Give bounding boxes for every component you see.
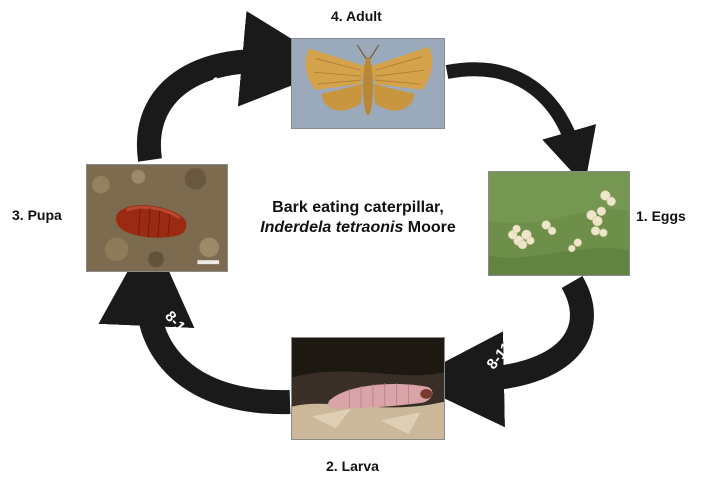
title-author: Moore (408, 219, 456, 236)
arrow-adult-to-eggs (447, 69, 575, 152)
stage-label-larva: 2. Larva (326, 458, 379, 474)
title-scientific-line: Inderdela tetraonis Moore (248, 218, 468, 238)
eggs-image (488, 171, 630, 276)
title-scientific-name: Inderdela tetraonis (260, 219, 403, 236)
arrow-larva-to-pupa (148, 290, 290, 402)
stage-label-adult: 4. Adult (331, 8, 382, 24)
larva-image (291, 337, 445, 440)
diagram-title: Bark eating caterpillar, Inderdela tetra… (248, 198, 468, 238)
stage-label-pupa: 3. Pupa (12, 207, 62, 223)
pupa-image (86, 164, 228, 272)
adult-moth-image (291, 38, 445, 129)
stage-label-eggs: 1. Eggs (636, 208, 686, 224)
title-common-name: Bark eating caterpillar, (248, 198, 468, 218)
